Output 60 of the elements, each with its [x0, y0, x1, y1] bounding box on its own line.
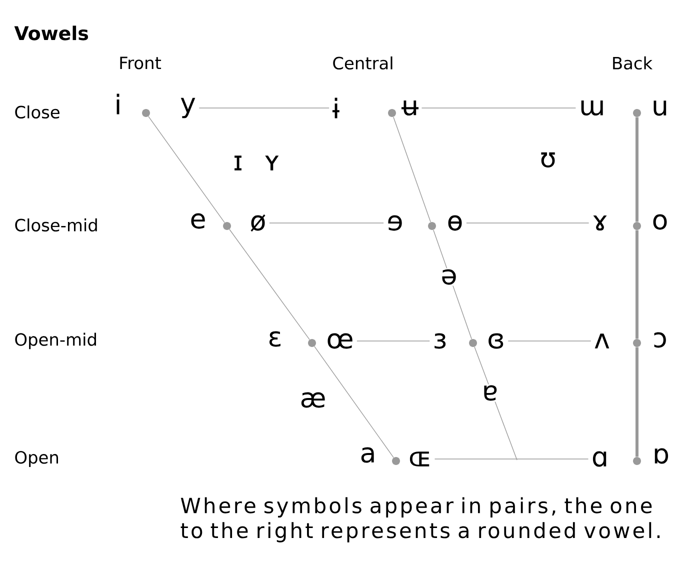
vowel-point	[633, 339, 641, 347]
vowel-point	[308, 339, 316, 347]
vowel-point	[428, 222, 436, 230]
vowel-symbol: ɘ	[388, 215, 402, 231]
chart-line	[269, 222, 384, 224]
vowel-symbol: ɒ	[651, 447, 671, 465]
chart-line	[474, 346, 518, 460]
chart-line	[433, 230, 472, 340]
vowel-symbol: ɔ	[652, 331, 668, 349]
vowel-symbol: ɪ	[232, 154, 244, 172]
row-label: Close-mid	[15, 218, 97, 232]
chart-line	[148, 116, 225, 223]
chart-line	[636, 347, 638, 457]
vowel-symbol: a	[358, 446, 378, 464]
vowel-symbol: ɨ	[332, 98, 340, 118]
vowel-symbol: y	[180, 98, 196, 118]
row-label: Open-mid	[15, 332, 96, 350]
vowel-point	[392, 457, 400, 465]
chart-line	[356, 340, 430, 342]
caption: Where symbols appear in pairs, the one to the right represents a rounded vowel.	[180, 497, 660, 542]
chart-line	[393, 116, 431, 222]
vowel-symbol: ɞ	[488, 333, 504, 349]
vowel-symbol: ʏ	[262, 154, 282, 172]
chart-line	[466, 222, 590, 224]
vowel-point	[388, 109, 396, 117]
chart-line	[508, 340, 592, 342]
vowel-point	[633, 222, 641, 230]
vowel-symbol: œ	[328, 333, 352, 349]
vowel-symbol: ɑ	[592, 451, 606, 467]
vowel-symbol: ɛ	[266, 330, 284, 348]
vowel-symbol: ʊ	[538, 151, 558, 169]
vowel-point	[633, 109, 641, 117]
vowel-symbol: u	[650, 99, 670, 117]
vowel-symbol: i	[113, 92, 123, 116]
vowel-symbol: ø	[250, 214, 266, 232]
chart-line	[636, 117, 638, 222]
title: Vowels	[14, 26, 88, 40]
vowel-symbol: o	[650, 213, 670, 231]
vowel-point	[142, 109, 150, 117]
vowel-symbol: ɯ	[581, 100, 603, 116]
chart-line	[636, 230, 638, 339]
column-label: Back	[613, 56, 653, 70]
chart-line	[314, 346, 394, 458]
vowel-point	[469, 339, 477, 347]
row-label: Open	[15, 450, 58, 468]
vowel-symbol: ʌ	[594, 334, 610, 348]
column-label: Front	[120, 56, 162, 70]
column-label: Central	[333, 56, 392, 70]
vowel-symbol: æ	[298, 391, 328, 409]
chart-line	[229, 229, 310, 340]
row-label: Close	[15, 105, 60, 119]
vowel-symbol: e	[188, 212, 208, 230]
vowel-point	[223, 222, 231, 230]
vowel-symbol: ɜ	[434, 333, 446, 349]
vowel-symbol: ɵ	[448, 215, 462, 231]
vowel-symbol: ɶ	[410, 452, 430, 466]
chart-line	[434, 458, 589, 460]
vowel-symbol: ʉ	[401, 100, 419, 116]
vowel-point	[633, 457, 641, 465]
vowel-symbol: ɤ	[593, 215, 607, 231]
